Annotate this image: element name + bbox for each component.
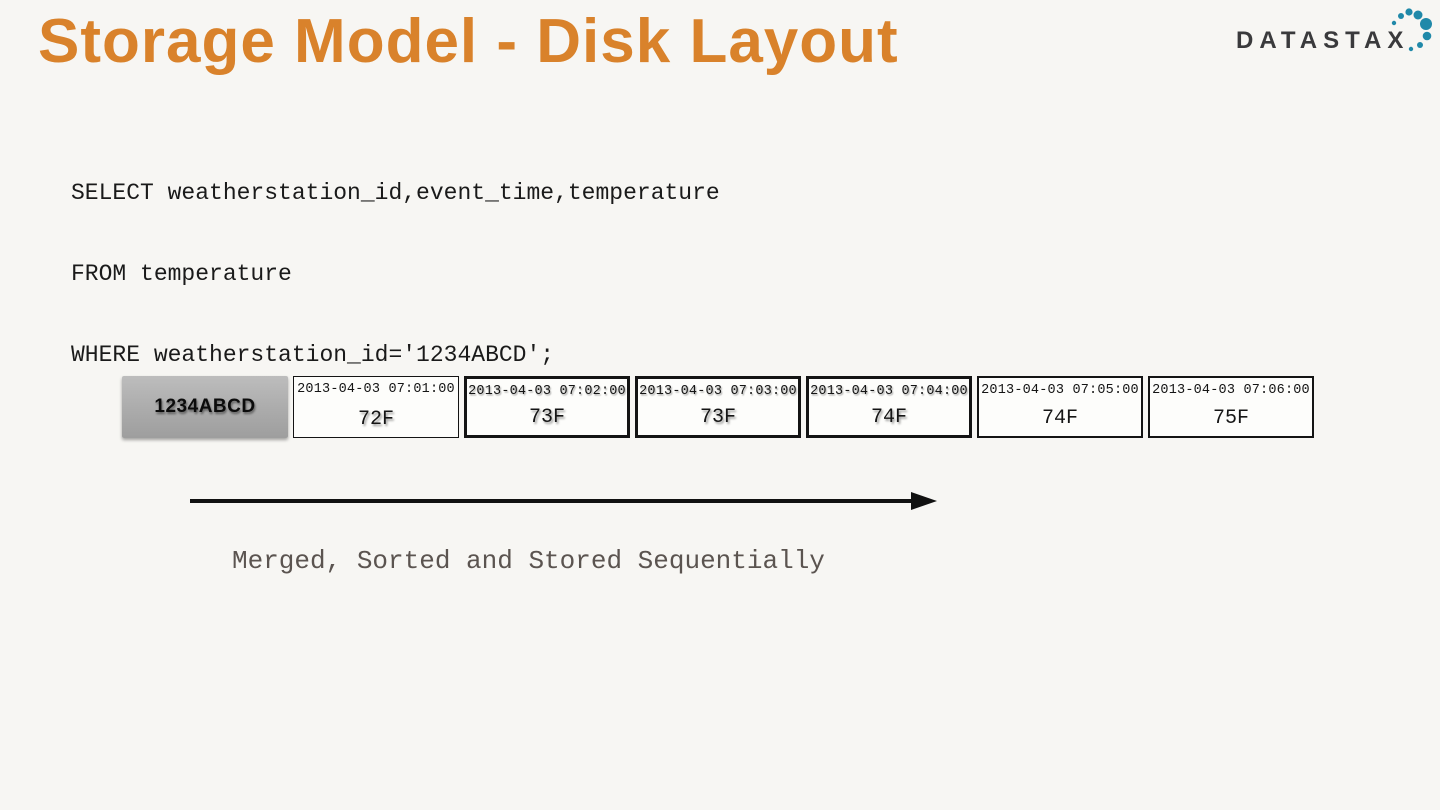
storage-cell: 2013-04-03 07:03:00 73F xyxy=(635,376,801,438)
cql-query-block: SELECT weatherstation_id,event_time,temp… xyxy=(71,126,720,423)
page-title: Storage Model - Disk Layout xyxy=(38,7,899,76)
sequential-caption: Merged, Sorted and Stored Sequentially xyxy=(232,546,825,576)
cql-query-line: FROM temperature xyxy=(71,261,292,287)
cql-query-line: SELECT weatherstation_id,event_time,temp… xyxy=(71,180,720,206)
storage-cell: 2013-04-03 07:04:00 74F xyxy=(806,376,972,438)
cell-timestamp: 2013-04-03 07:02:00 xyxy=(468,384,626,399)
datastax-logo: DATASTAX xyxy=(1236,2,1436,66)
cell-temperature: 72F xyxy=(357,408,394,431)
storage-cell: 2013-04-03 07:06:00 75F xyxy=(1148,376,1314,438)
disk-layout-row: 1234ABCD 2013-04-03 07:01:00 72F 2013-04… xyxy=(122,376,1314,438)
cell-temperature: 73F xyxy=(699,406,736,429)
cell-temperature: 75F xyxy=(1212,407,1249,430)
storage-cell: 2013-04-03 07:02:00 73F xyxy=(464,376,630,438)
datastax-logo-graphic: DATASTAX xyxy=(1236,8,1432,54)
datastax-dots-icon xyxy=(1391,8,1432,52)
sequential-arrow-icon xyxy=(190,492,937,510)
cell-temperature: 74F xyxy=(870,406,907,429)
cell-timestamp: 2013-04-03 07:03:00 xyxy=(639,384,797,399)
storage-cell: 2013-04-03 07:01:00 72F xyxy=(293,376,459,438)
datastax-wordmark: DATASTAX xyxy=(1236,27,1409,54)
cql-query-line: WHERE weatherstation_id='1234ABCD'; xyxy=(71,342,555,368)
storage-cell: 2013-04-03 07:05:00 74F xyxy=(977,376,1143,438)
cell-timestamp: 2013-04-03 07:04:00 xyxy=(810,384,968,399)
cell-timestamp: 2013-04-03 07:01:00 xyxy=(297,382,455,397)
cell-timestamp: 2013-04-03 07:06:00 xyxy=(1152,383,1310,398)
cell-temperature: 74F xyxy=(1041,407,1078,430)
cell-temperature: 73F xyxy=(528,406,565,429)
cell-timestamp: 2013-04-03 07:05:00 xyxy=(981,383,1139,398)
partition-key-box: 1234ABCD xyxy=(122,376,288,438)
